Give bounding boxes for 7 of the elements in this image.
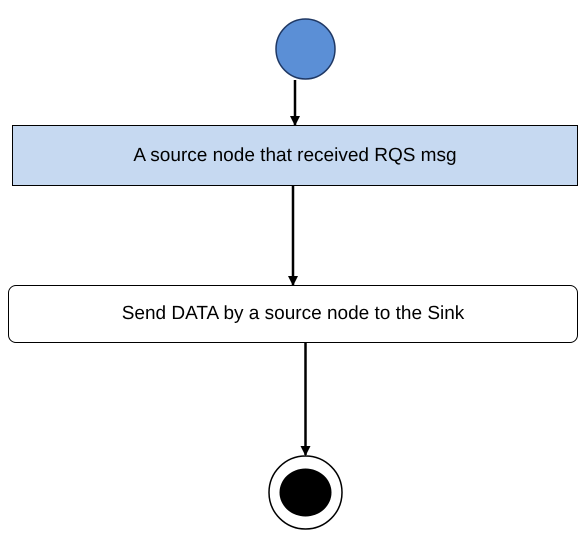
action-label: Send DATA by a source node to the Sink: [122, 303, 464, 325]
action-box: [12, 125, 578, 186]
action-box: [8, 285, 578, 343]
arrow: [300, 343, 310, 456]
arrow: [288, 186, 298, 286]
arrow: [290, 80, 300, 126]
action-label: A source node that received RQS msg: [133, 144, 457, 166]
